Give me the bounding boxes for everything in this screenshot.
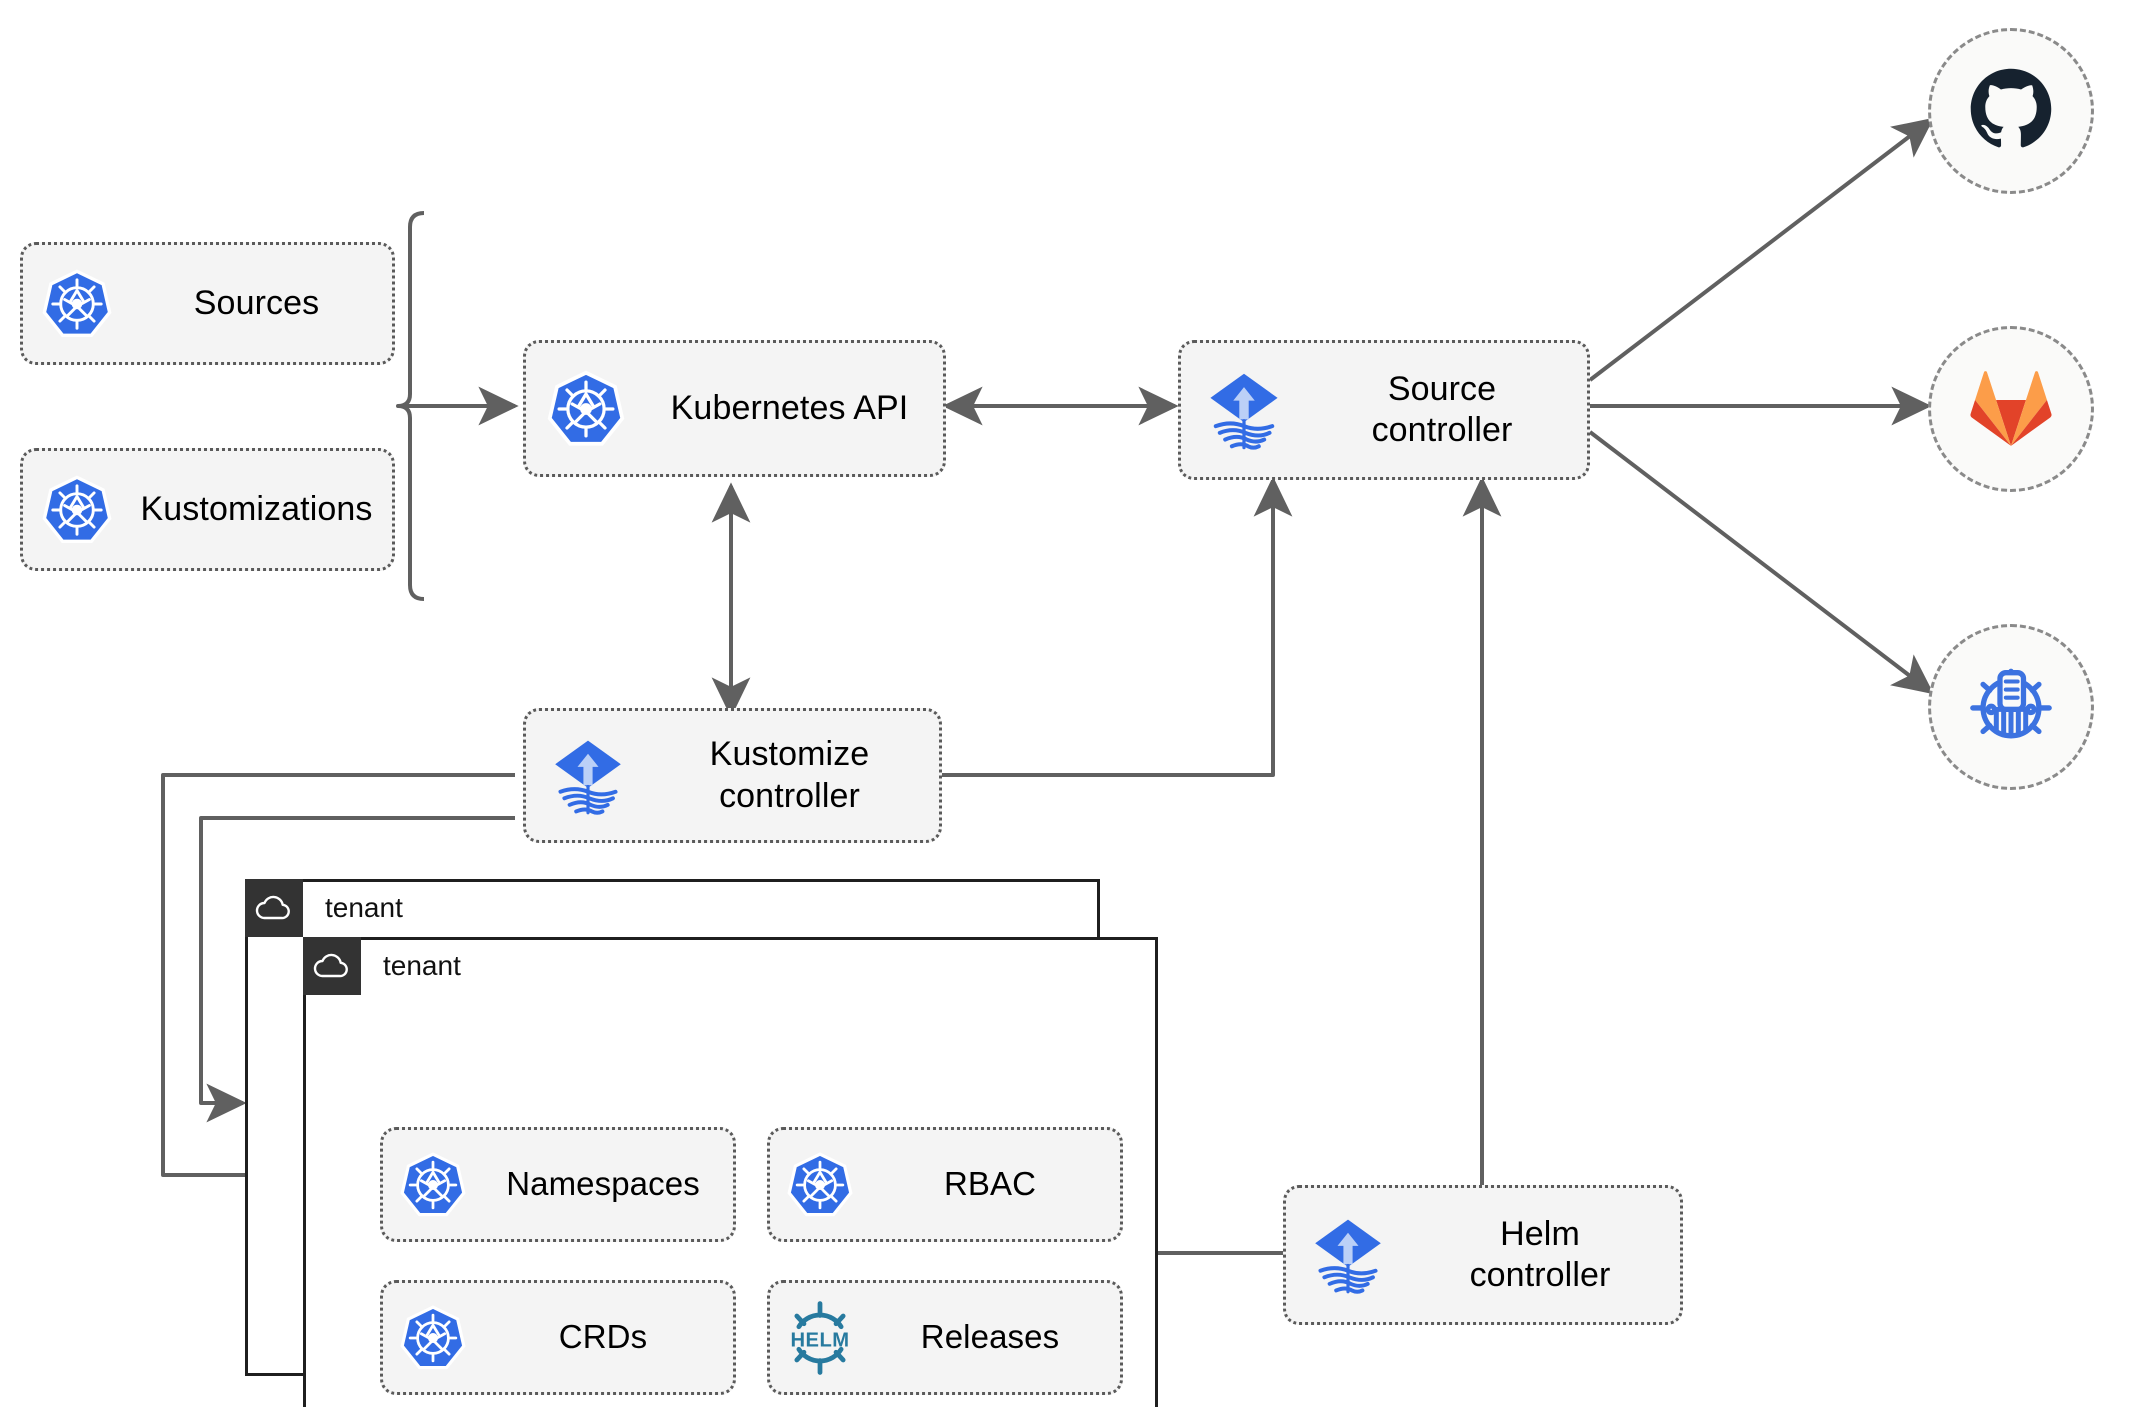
node-sources[interactable]: Sources bbox=[20, 242, 395, 365]
node-label: RBAC bbox=[943, 1165, 1037, 1203]
node-label: Sources bbox=[193, 283, 320, 322]
provider-github[interactable] bbox=[1928, 28, 2094, 194]
node-label: Kustomizations bbox=[140, 489, 373, 528]
node-namespaces[interactable]: Namespaces bbox=[380, 1127, 736, 1242]
node-label: Releases bbox=[920, 1318, 1060, 1356]
node-label: CRDs bbox=[558, 1318, 648, 1356]
helm-registry-icon bbox=[1964, 658, 2058, 757]
node-label: Namespaces bbox=[506, 1165, 700, 1203]
tenant-name: tenant bbox=[383, 950, 461, 981]
tenant-header: tenant bbox=[245, 879, 403, 937]
svg-text:HELM: HELM bbox=[790, 1329, 849, 1351]
node-helm-controller[interactable]: Helm controller bbox=[1283, 1185, 1683, 1325]
node-releases[interactable]: HELM Releases bbox=[767, 1280, 1123, 1395]
wire-source-registry bbox=[1588, 430, 1934, 695]
provider-chart-registry[interactable] bbox=[1928, 624, 2094, 790]
flux-icon bbox=[526, 734, 650, 818]
flux-icon bbox=[1181, 367, 1307, 453]
helm-icon: HELM bbox=[770, 1300, 870, 1376]
kubernetes-icon bbox=[23, 268, 131, 340]
node-kubernetes-api[interactable]: Kubernetes API bbox=[523, 340, 946, 477]
wire-source-github bbox=[1588, 117, 1934, 382]
kubernetes-icon bbox=[23, 474, 131, 546]
tenant-name: tenant bbox=[325, 892, 403, 923]
node-label: Kubernetes API bbox=[670, 388, 909, 427]
kubernetes-icon bbox=[383, 1151, 483, 1219]
tenant-inner[interactable]: tenant Namespaces bbox=[303, 937, 1158, 1407]
flux-icon bbox=[1286, 1213, 1410, 1297]
node-label: Kustomize controller bbox=[709, 735, 870, 815]
kubernetes-icon bbox=[383, 1304, 483, 1372]
node-rbac[interactable]: RBAC bbox=[767, 1127, 1123, 1242]
cloud-icon bbox=[303, 937, 361, 995]
cloud-icon bbox=[245, 879, 303, 937]
provider-gitlab[interactable] bbox=[1928, 326, 2094, 492]
node-label: Source controller bbox=[1371, 369, 1513, 449]
gitlab-icon bbox=[1965, 361, 2057, 458]
github-icon bbox=[1965, 63, 2057, 160]
node-kustomize-controller[interactable]: Kustomize controller bbox=[523, 708, 942, 843]
resources-bracket bbox=[396, 211, 425, 601]
kubernetes-icon bbox=[770, 1151, 870, 1219]
kubernetes-icon bbox=[526, 369, 646, 449]
node-kustomizations[interactable]: Kustomizations bbox=[20, 448, 395, 571]
wire-kustomize-source bbox=[942, 476, 1293, 777]
node-source-controller[interactable]: Source controller bbox=[1178, 340, 1590, 480]
node-label: Helm controller bbox=[1469, 1214, 1611, 1294]
node-crds[interactable]: CRDs bbox=[380, 1280, 736, 1395]
tenant-header: tenant bbox=[303, 937, 461, 995]
